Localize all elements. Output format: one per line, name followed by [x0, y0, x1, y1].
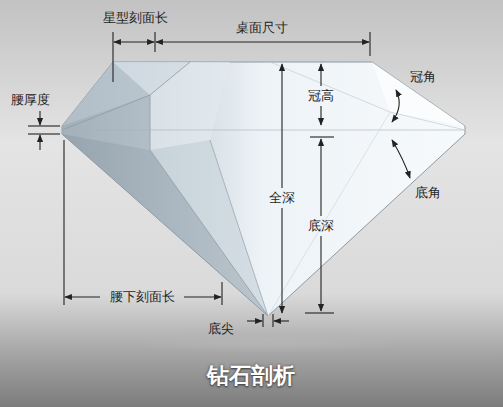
dimension-label: 冠角 — [410, 69, 436, 85]
dimension-label: 冠高 — [308, 88, 334, 104]
dimension-label: 腰下刻面长 — [110, 289, 175, 305]
dimension-label: 全深 — [269, 190, 295, 206]
dimension-label: 底深 — [308, 218, 334, 234]
dimension-label: 底角 — [415, 185, 441, 201]
diagram-title: 钻石剖析 — [207, 363, 295, 389]
diamond-shadow — [118, 326, 418, 354]
dimension-label: 星型刻面长 — [103, 10, 168, 26]
dimension-label: 底尖 — [208, 321, 234, 337]
dimension-label: 腰厚度 — [11, 92, 50, 108]
dimension-lines — [28, 32, 410, 327]
dimension-label: 桌面尺寸 — [236, 20, 288, 36]
diamond-body — [62, 62, 465, 316]
